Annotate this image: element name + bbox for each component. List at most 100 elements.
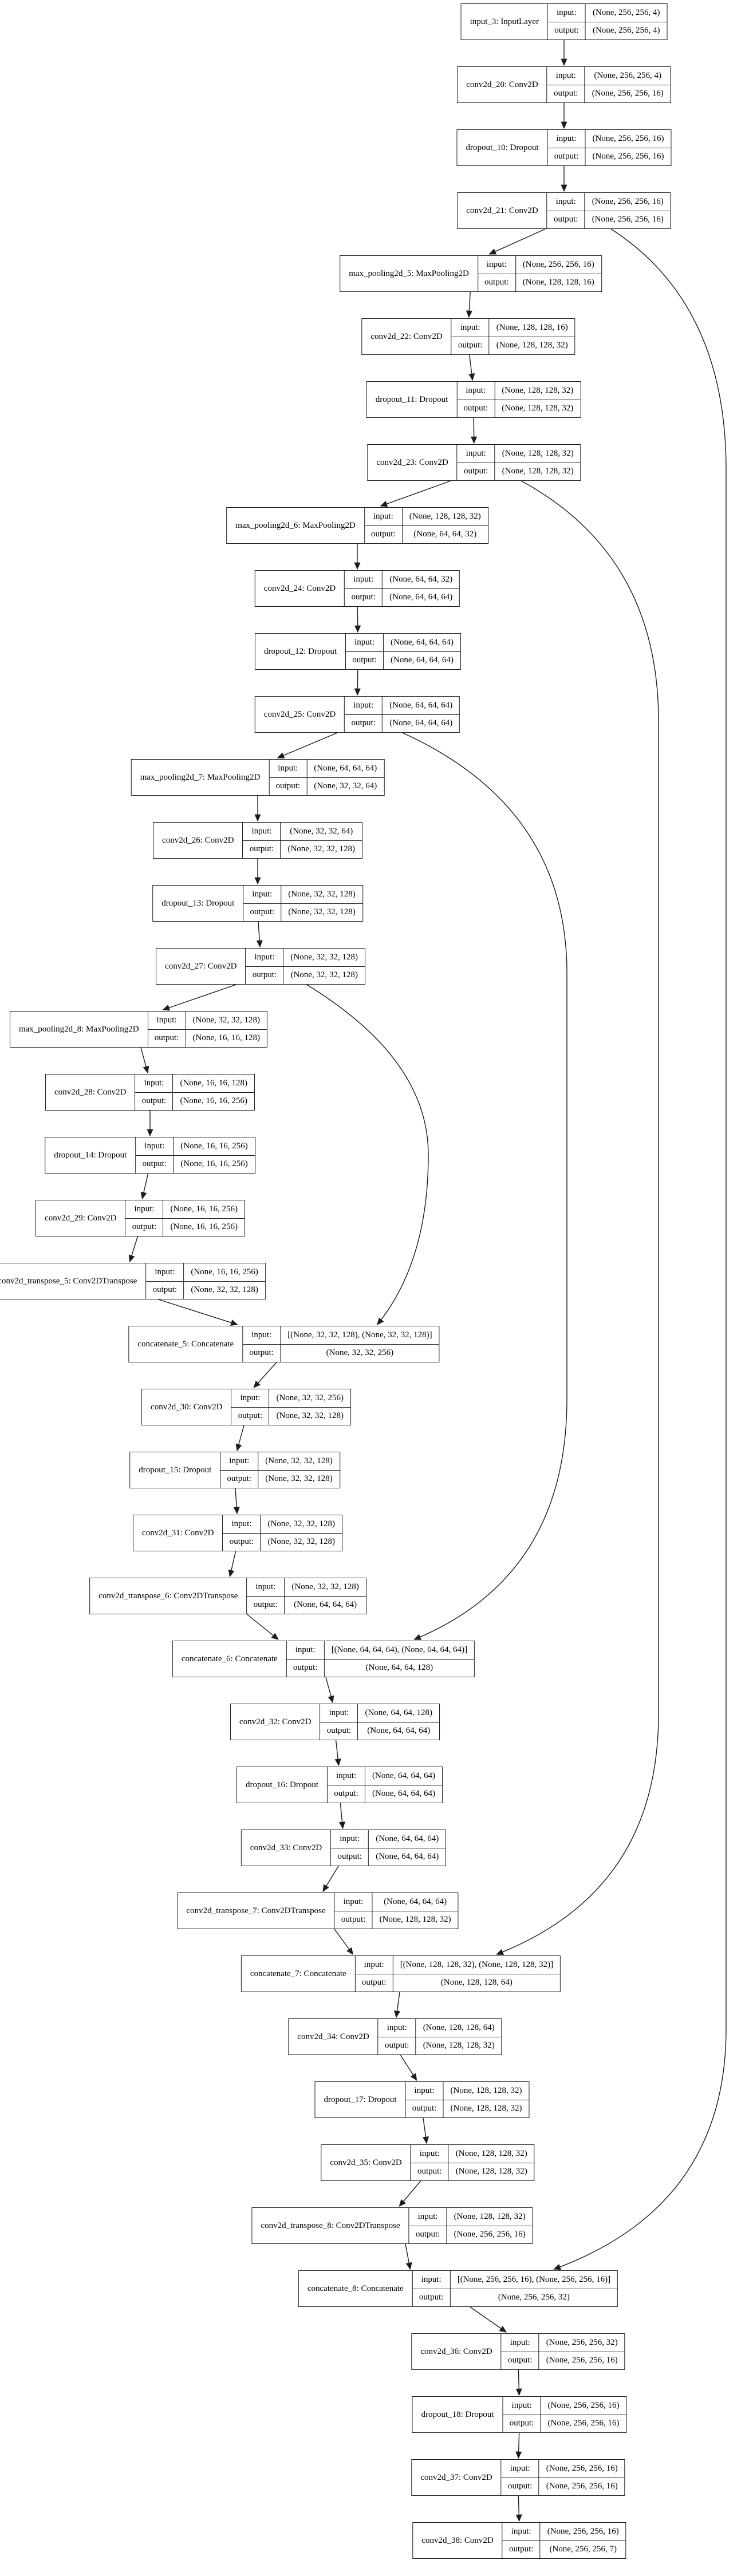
input-shape: (None, 64, 64, 64) (389, 700, 453, 710)
input-row: input: (None, 256, 256, 4) (547, 67, 671, 85)
input-key: input: (413, 2271, 451, 2289)
output-shape: (None, 32, 32, 128) (288, 907, 356, 917)
edge-conv2d_36-to-dropout_18 (515, 2369, 522, 2396)
input-key: input: (148, 1012, 186, 1029)
layer-node-max_pooling2d_8: max_pooling2d_8: MaxPooling2D input: (No… (9, 1011, 268, 1048)
layer-label: input_3: InputLayer (462, 4, 548, 39)
output-row: output: (None, 256, 256, 16) (409, 2225, 533, 2243)
output-row: output: (None, 16, 16, 256) (125, 1218, 245, 1236)
layer-io-table: input: (None, 128, 128, 32) output: (Non… (411, 2145, 534, 2180)
layer-io-table: input: (None, 128, 128, 32) output: (Non… (457, 445, 581, 480)
edge-concatenate_6-to-conv2d_32 (325, 1677, 334, 1704)
output-shape: (None, 64, 64, 64) (367, 1726, 431, 1736)
input-shape: (None, 256, 256, 4) (592, 7, 660, 17)
output-row: output: (None, 256, 256, 16) (547, 84, 671, 102)
output-shape: (None, 32, 32, 64) (314, 781, 377, 791)
input-shape: [(None, 32, 32, 128), (None, 32, 32, 128… (287, 1330, 432, 1340)
output-key: output: (148, 1029, 186, 1047)
input-key: input: (345, 571, 383, 588)
input-key: input: (335, 1893, 373, 1911)
edge-conv2d_25-to-max_pooling2d_7 (277, 732, 338, 758)
input-key: input: (379, 2019, 416, 2037)
input-row: input: (None, 32, 32, 128) (247, 1578, 365, 1596)
output-row: output: (None, 256, 256, 16) (547, 147, 671, 165)
input-key: input: (287, 1641, 325, 1659)
input-shape: (None, 32, 32, 128) (288, 889, 356, 899)
layer-node-dropout_17: dropout_17: Dropout input: (None, 128, 1… (314, 2081, 530, 2118)
input-row: input: (None, 64, 64, 64) (335, 1893, 458, 1911)
input-row: input: (None, 128, 128, 32) (411, 2145, 534, 2163)
input-row: input: (None, 256, 256, 16) (503, 2397, 626, 2415)
output-key: output: (502, 2478, 539, 2495)
output-shape: (None, 256, 256, 16) (592, 89, 664, 98)
output-row: output: (None, 16, 16, 128) (148, 1029, 267, 1047)
output-row: output: (None, 256, 256, 16) (501, 2351, 625, 2369)
output-shape: (None, 64, 64, 128) (365, 1663, 433, 1673)
input-shape: (None, 64, 64, 64) (391, 637, 454, 647)
output-row: output: (None, 32, 32, 128) (231, 1406, 350, 1425)
layer-node-conv2d_23: conv2d_23: Conv2D input: (None, 128, 128… (367, 444, 581, 481)
output-key: output: (356, 1974, 393, 1992)
output-key: output: (458, 463, 495, 480)
input-key: input: (320, 1704, 358, 1722)
input-shape: (None, 16, 16, 256) (180, 1141, 248, 1151)
input-row: input: (None, 16, 16, 256) (136, 1137, 254, 1155)
edge-conv2d_transpose_7-to-concatenate_7 (334, 1929, 354, 1955)
output-key: output: (478, 274, 516, 291)
input-row: input: (None, 64, 64, 64) (345, 697, 459, 714)
layer-node-conv2d_22: conv2d_22: Conv2D input: (None, 128, 128… (361, 318, 575, 355)
edge-conv2d_37-to-conv2d_38 (515, 2495, 522, 2522)
layer-node-conv2d_21: conv2d_21: Conv2D input: (None, 256, 256… (457, 192, 671, 229)
input-key: input: (269, 760, 308, 777)
input-shape: (None, 32, 32, 128) (290, 952, 358, 962)
layer-label: conv2d_36: Conv2D (412, 2334, 502, 2369)
edge-conv2d_21-to-max_pooling2d_5 (488, 228, 546, 255)
output-row: output: (None, 32, 32, 128) (223, 1532, 342, 1551)
input-row: input: (None, 128, 128, 32) (457, 382, 580, 400)
input-shape: (None, 256, 256, 16) (592, 196, 664, 206)
input-row: input: (None, 256, 256, 16) (478, 256, 601, 274)
layer-label: conv2d_32: Conv2D (231, 1704, 321, 1740)
output-shape: (None, 32, 32, 128) (290, 970, 358, 980)
input-shape: (None, 16, 16, 128) (180, 1078, 247, 1088)
input-key: input: (356, 1956, 393, 1974)
edge-conv2d_29-to-conv2d_transpose_5 (128, 1236, 139, 1263)
input-key: input: (247, 1578, 285, 1596)
layer-io-table: input: (None, 16, 16, 256) output: (None… (125, 1200, 245, 1236)
layer-label: conv2d_22: Conv2D (362, 319, 452, 354)
layer-node-conv2d_30: conv2d_30: Conv2D input: (None, 32, 32, … (141, 1389, 351, 1425)
layer-label: dropout_16: Dropout (237, 1767, 328, 1803)
layer-node-dropout_15: dropout_15: Dropout input: (None, 32, 32… (129, 1452, 340, 1488)
input-shape: (None, 256, 256, 16) (522, 259, 594, 269)
layer-node-conv2d_25: conv2d_25: Conv2D input: (None, 64, 64, … (254, 696, 460, 733)
input-row: input: (None, 128, 128, 32) (365, 508, 488, 526)
skip-edge-conv2d_21-to-concatenate_8 (553, 228, 727, 2270)
input-shape: (None, 256, 256, 16) (547, 2526, 619, 2536)
output-key: output: (452, 337, 490, 354)
edge-conv2d_27-to-max_pooling2d_8 (162, 984, 236, 1011)
output-key: output: (220, 1470, 259, 1488)
output-key: output: (502, 2352, 539, 2369)
input-key: input: (411, 2145, 449, 2163)
layer-io-table: input: (None, 64, 64, 64) output: (None,… (269, 760, 384, 795)
input-row: input: (None, 256, 256, 4) (548, 4, 667, 22)
input-shape: (None, 32, 32, 256) (276, 1393, 344, 1402)
edge-concatenate_8-to-conv2d_36 (470, 2306, 507, 2333)
input-row: input: (None, 256, 256, 16) (503, 2523, 626, 2541)
output-key: output: (406, 2100, 444, 2117)
input-key: input: (243, 886, 282, 903)
output-shape: (None, 64, 64, 64) (372, 1789, 436, 1799)
output-shape: (None, 64, 64, 64) (294, 1600, 357, 1610)
output-row: output: (None, 32, 32, 256) (243, 1344, 439, 1362)
layer-io-table: input: (None, 256, 256, 16) output: (Non… (547, 193, 671, 228)
input-key: input: (452, 319, 490, 337)
output-key: output: (548, 22, 586, 39)
layer-io-table: input: (None, 32, 32, 128) output: (None… (247, 1578, 366, 1614)
output-shape: (None, 128, 128, 32) (450, 2104, 522, 2113)
input-row: input: (None, 64, 64, 32) (345, 571, 459, 588)
input-key: input: (478, 256, 516, 274)
output-key: output: (328, 1785, 366, 1803)
input-row: input: (None, 64, 64, 64) (269, 760, 384, 777)
